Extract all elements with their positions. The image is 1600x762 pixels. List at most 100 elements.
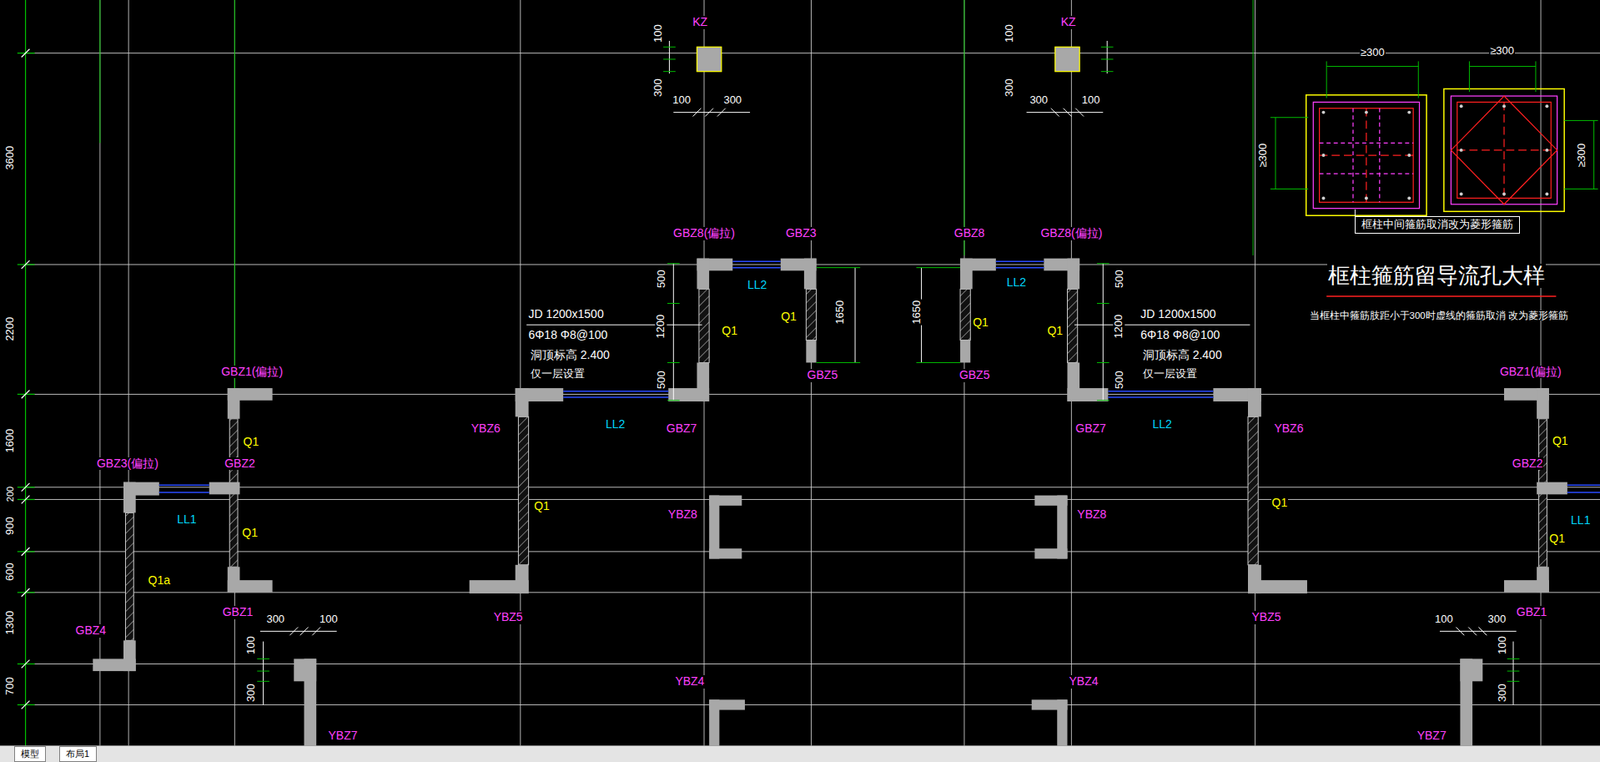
dimension-line [1270,188,1309,190]
dimension-tick [1051,108,1060,117]
stirrup [1313,101,1419,208]
wall-column [960,258,973,290]
wall-column [805,340,816,363]
component-tag: YBZ8 [667,508,699,521]
dimension-text: 500 [654,268,667,289]
dimension-text: 当框柱中箍筋肢距小于300时虚线的箍筋取消 改为菱形箍筋 [1308,310,1570,322]
dimension-tick [663,58,676,60]
dimension-text: 500 [1113,369,1126,390]
caption-box: 框柱中间箍筋取消改为菱形箍筋 [1354,216,1520,234]
stirrup-dashed [1378,108,1380,203]
component-tag: GBZ4 [75,623,108,637]
dimension-tick [1096,362,1110,363]
axis-line [99,0,101,143]
coupling-beam [996,266,1044,268]
dimension-text: 300 [265,613,286,625]
coupling-beam [1567,491,1600,493]
wall-column [696,258,710,290]
dimension-text: 900 [4,515,16,536]
component-tag: GBZ8(偏拉) [1039,226,1103,240]
dimension-text: 200 [5,485,16,503]
dimension-text: 1300 [4,609,16,636]
component-tag: GBZ8 [953,226,987,240]
component-tag: YBZ4 [674,674,705,688]
dimension-text: 仅一层设置 [529,367,586,380]
dimension-tick [21,588,31,597]
dimension-text: ≥300 [1359,46,1386,59]
rebar-dot [1322,110,1326,115]
component-tag: YBZ6 [1272,422,1304,435]
dimension-tick [1507,658,1520,660]
component-tag: YBZ7 [1416,729,1448,742]
diamond-stirrup [1450,95,1557,205]
component-tag: GBZ1 [221,605,255,619]
dimension-tick [21,700,31,710]
dimension-line [1275,117,1277,190]
title-underline [1326,295,1556,297]
dimension-tick [21,659,31,669]
component-tag: YBZ7 [327,729,358,742]
dimension-tick [704,108,714,117]
dimension-tick [1063,108,1072,117]
coupling-beam [563,390,669,392]
component-tag: GBZ5 [806,368,840,382]
wall-column [1247,387,1262,417]
wall-column [92,658,136,671]
dimension-tick [667,302,680,304]
dimension-tick [1507,680,1520,682]
wall-tag: Q1 [1548,532,1566,545]
center-mark [1319,154,1414,156]
wall-column [1066,258,1080,290]
component-tag: YBZ4 [1068,674,1100,688]
coupling-beam [996,261,1044,262]
dimension-text: 300 [652,77,665,98]
dimension-tick [256,680,270,682]
wall-tag: Q1 [971,316,990,329]
dimension-text: ≥300 [1489,45,1515,57]
dimension-text: 仅一层设置 [1142,367,1198,380]
dimension-text: 3600 [4,145,16,172]
component-tag: YBZ5 [493,610,524,624]
dimension-text: 300 [1003,77,1016,98]
wall-column [1536,482,1568,495]
rebar-dot [1544,192,1549,197]
wall-column [1066,387,1108,402]
wall-column [123,482,136,514]
rebar-dot [1544,148,1549,152]
rebar-dot [1364,110,1369,115]
dimension-tick [1507,670,1520,672]
coupling-beam [732,266,780,268]
component-tag: GBZ1 [1515,605,1549,619]
dimension-tick [21,495,31,504]
wall-column [515,387,529,417]
shear-wall [125,512,134,640]
dimension-line [915,362,961,363]
dimension-line [260,630,338,632]
dimension-line [1326,65,1419,67]
rebar-dot [1407,110,1411,115]
wall-column [709,548,742,559]
wall-tag: Q1 [779,310,798,323]
axis-line [25,550,1600,552]
dimension-line [262,641,264,705]
dimension-line [1593,120,1595,189]
component-tag: GBZ7 [665,422,699,435]
dimension-text: 100 [652,24,665,45]
rebar-dot [1407,196,1411,200]
component-tag: GBZ7 [1074,422,1107,435]
wall-column [209,482,241,495]
wall-column [804,258,817,290]
dimension-tick [289,626,298,635]
dimension-line [855,267,856,363]
coupling-beam [159,491,210,493]
dimension-tick [1468,626,1477,635]
dimension-line [1418,60,1419,98]
wall-column [1459,658,1473,745]
component-tag: GBZ2 [1511,457,1545,470]
dimension-line [816,266,861,268]
dimension-text: 1650 [835,299,847,326]
dimension-tick [21,390,31,399]
dimension-tick [1096,302,1110,304]
center-mark [1365,108,1367,203]
dimension-tick [1101,46,1114,48]
